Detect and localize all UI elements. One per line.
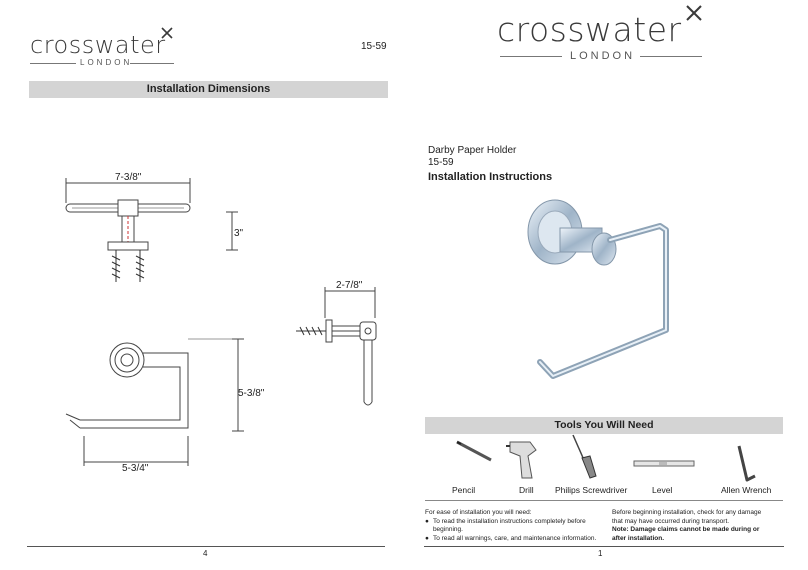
dim-front-width: 5-3/4" bbox=[122, 463, 149, 474]
notes-intro: For ease of installation you will need: bbox=[425, 509, 532, 516]
tool-label-drill: Drill bbox=[519, 485, 534, 495]
bullet-text: To read all warnings, care, and maintena… bbox=[432, 534, 597, 542]
bullet-icon: ● bbox=[425, 534, 429, 542]
bullet-text: To read the installation instructions co… bbox=[432, 517, 586, 534]
dim-top-width: 7-3/8" bbox=[115, 172, 142, 183]
page-number: 4 bbox=[203, 549, 208, 558]
tool-label-pencil: Pencil bbox=[452, 485, 476, 495]
dim-top-depth: 3" bbox=[234, 228, 244, 239]
footer-rule bbox=[27, 546, 385, 547]
logo-rule bbox=[500, 56, 562, 57]
pencil-icon bbox=[456, 440, 492, 462]
bullet-icon: ● bbox=[425, 517, 429, 525]
logo-sub: LONDON bbox=[80, 58, 133, 67]
tool-label-level: Level bbox=[652, 485, 673, 495]
notes-left: For ease of installation you will need: … bbox=[425, 509, 605, 543]
dim-front-height: 5-3/8" bbox=[238, 388, 265, 399]
list-item: ● To read the installation instructions … bbox=[425, 518, 605, 535]
notes-rule bbox=[425, 500, 783, 501]
logo-rule bbox=[640, 56, 702, 57]
allen-wrench-icon bbox=[737, 445, 756, 482]
logo-word: crosswater bbox=[30, 31, 166, 59]
list-item: ● To read all warnings, care, and mainte… bbox=[425, 535, 605, 544]
tool-label-allen-wrench: Allen Wrench bbox=[721, 485, 772, 495]
brand-logo: crosswater bbox=[497, 10, 682, 49]
drill-icon bbox=[506, 441, 537, 479]
page-number: 1 bbox=[598, 549, 603, 558]
screwdriver-icon bbox=[572, 434, 597, 479]
model-number: 15-59 bbox=[361, 41, 387, 52]
notes-warning: Note: Damage claims cannot be made durin… bbox=[612, 526, 760, 542]
product-code: 15-59 bbox=[428, 157, 454, 168]
level-icon bbox=[633, 460, 695, 467]
logo-word: crosswater bbox=[497, 10, 682, 49]
notes-right: Before beginning installation, check for… bbox=[612, 509, 772, 543]
logo-x-icon bbox=[161, 27, 173, 39]
logo-rule bbox=[130, 63, 174, 64]
tool-label-screwdriver: Philips Screwdriver bbox=[555, 485, 628, 495]
logo-sub: LONDON bbox=[570, 50, 636, 62]
product-name: Darby Paper Holder bbox=[428, 145, 517, 156]
footer-rule bbox=[424, 546, 784, 547]
tools-title: Tools You Will Need bbox=[425, 417, 783, 434]
brand-logo: crosswater bbox=[30, 31, 166, 59]
section-title: Installation Dimensions bbox=[29, 81, 388, 98]
notes-text: Before beginning installation, check for… bbox=[612, 509, 762, 525]
logo-rule bbox=[30, 63, 76, 64]
doc-title: Installation Instructions bbox=[428, 171, 553, 183]
logo-x-icon bbox=[686, 5, 702, 21]
dim-side-projection: 2-7/8" bbox=[336, 280, 363, 291]
